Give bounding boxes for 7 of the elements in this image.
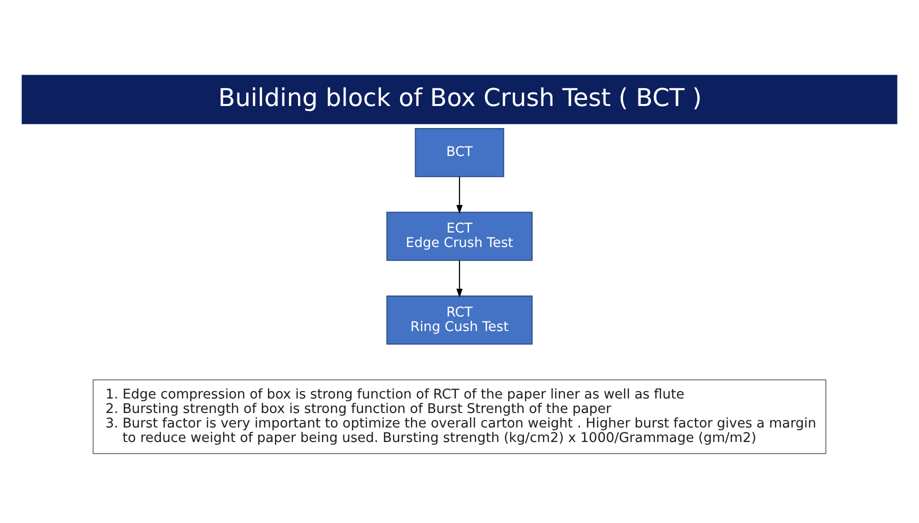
arrow bbox=[456, 260, 463, 298]
node-box: RCT Ring Cush Test bbox=[386, 295, 533, 344]
diagram-title: Building block of Box Crush Test ( BCT ) bbox=[218, 82, 702, 112]
node-box: ECT Edge Crush Test bbox=[386, 211, 533, 260]
node-box: BCT bbox=[414, 127, 504, 177]
node-box: 1. Edge compression of box is strong function of RCT of the paper liner as well as flute 2. Bursting strength of box is strong function of Burst Strength of the paper 3. Burst factor is very important to optimize the overall carton weight . Higher burst factor gives a margin to reduce weight of paper being used. Bursting strength (kg/cm2) x 1000/Grammage (gm/m2) bbox=[92, 378, 826, 454]
arrow bbox=[456, 176, 463, 214]
